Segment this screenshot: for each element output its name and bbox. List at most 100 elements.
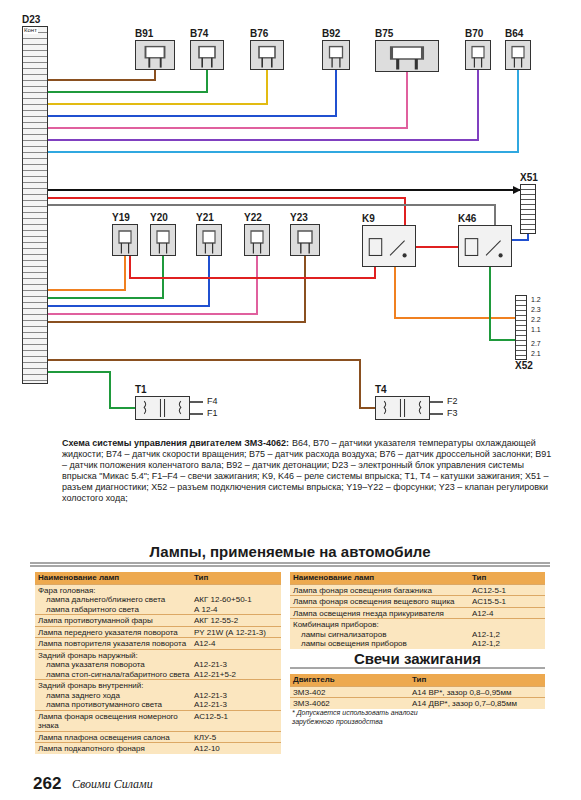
table-row: лампа противотуманного светаА12-21-3 [35, 700, 281, 710]
pin-number: 2.3 [530, 305, 542, 314]
lamp-table: Наименование лампТипЛампа фонаря освещен… [290, 572, 545, 649]
table-row: ДвигательТип [290, 674, 545, 686]
table-cell: Наименование ламп [293, 573, 472, 583]
wire [48, 72, 407, 128]
injector-box: Y23 [290, 212, 322, 256]
wire [48, 256, 125, 290]
part-label: D23 [22, 14, 48, 26]
part-outline [362, 225, 416, 267]
injector-box: Y21 [196, 212, 228, 256]
wire [48, 256, 209, 306]
table-row: лампа заднего ходаА12-21-3 [35, 691, 281, 701]
table-cell: Лампа противотуманной фары [38, 616, 194, 626]
wire [48, 256, 305, 322]
table-row: Лампа освещения гнезда прикуривателяА12-… [290, 607, 545, 619]
table-cell: Лампа освещения гнезда прикуривателя [293, 609, 472, 619]
table-cell: АС12-5-1 [472, 586, 542, 596]
table-cell: А14 ВР*, зазор 0,8–0,95мм [412, 688, 542, 698]
table-cell: Тип [412, 675, 542, 685]
table-row: Лампа повторителя указателя поворотаА12-… [35, 637, 281, 649]
table-cell: А12-4 [472, 609, 542, 619]
table-cell: Лампа переднего указателя поворота [38, 628, 194, 638]
part-outline [505, 40, 531, 70]
table-row: Задний фонарь наружный: [35, 649, 281, 661]
wire [48, 198, 405, 225]
sensor-box: B70 [465, 28, 495, 70]
table-row: Наименование лампТип [290, 572, 545, 584]
spark-plug: F4 [206, 396, 219, 407]
table-row: Лампа фонаря освещения номерного знакаАС… [35, 710, 281, 731]
table-cell: А12-21-3 [194, 660, 278, 670]
pin-number: 1.1 [530, 325, 542, 334]
part-label: B91 [135, 28, 175, 40]
wire [48, 70, 207, 92]
part-label: X51 [520, 172, 538, 184]
table-cell: Тип [472, 573, 542, 583]
part-label: B70 [465, 28, 495, 40]
table-gap [472, 620, 542, 630]
table-cell: лампы сигнализаторов [293, 630, 472, 640]
table-cell: ЗМЗ-402 [293, 688, 412, 698]
pin-number: 2.2 [530, 315, 542, 324]
sensor-box: B75 [375, 28, 439, 72]
magazine-name: Своими Силами [72, 777, 153, 792]
pin-number: 2.1 [530, 349, 542, 358]
table-cell: А12-21-3 [194, 691, 278, 701]
table-cell: А12-1,2 [472, 630, 542, 640]
table-cell: Лампа фонаря освещения вещевого ящика [293, 597, 472, 607]
table-cell: АС12-5-1 [194, 712, 278, 731]
caption: Схема системы управления двигателем ЗМЗ-… [62, 438, 289, 448]
table-cell: Тип [194, 573, 278, 583]
injector-box: Y19 [112, 212, 144, 256]
sensor-box: B91 [135, 28, 175, 70]
table-cell: АКГ 12-60+50-1 [194, 595, 278, 605]
control-unit: D23 [22, 14, 48, 384]
table-cell: А 12-4 [194, 605, 278, 615]
table-cell: А12-10 [194, 744, 278, 754]
part-label: X52 [515, 360, 533, 372]
table-cell: лампа заднего хода [38, 691, 194, 701]
table-cell: ЗМЗ-4062 [293, 699, 412, 709]
spark-plug: F1 [206, 408, 219, 419]
part-label: B74 [190, 28, 224, 40]
separator-rules [30, 563, 550, 668]
part-outline [250, 40, 284, 70]
part-label: B92 [322, 28, 352, 40]
table-cell: А12-1,2 [472, 639, 542, 649]
part-label: B75 [375, 28, 439, 40]
table-gap [194, 651, 278, 661]
table-cell: Задний фонарь наружный: [38, 651, 194, 661]
lamp-table: ДвигательТипЗМЗ-402А14 ВР*, зазор 0,8–0,… [290, 674, 545, 709]
table-row: ЗМЗ-4062А14 ДВР*, зазор 0,7–0,85мм [290, 697, 545, 709]
table-row: Фара головная: [35, 584, 281, 596]
table-row: лампа указателя поворотаА12-21-3 [35, 660, 281, 670]
part-label: T1 [135, 384, 192, 396]
table-row: Лампа фонаря освещения вещевого ящикаАС1… [290, 595, 545, 607]
pin-symbol [151, 225, 175, 255]
wire [48, 372, 135, 408]
part-outline [135, 40, 175, 70]
pin-symbol [466, 41, 490, 69]
table-cell: А12-4 [194, 639, 278, 649]
table-row: лампа габаритного светаА 12-4 [35, 605, 281, 615]
table-cell: лампа противотуманного света [38, 700, 194, 710]
relay-box: K9 [362, 213, 417, 267]
table-cell: Лампа плафона освещения салона [38, 733, 194, 743]
part-label: Y23 [290, 212, 322, 224]
part-label: Y22 [244, 212, 276, 224]
wire [48, 256, 257, 314]
wire [48, 70, 518, 152]
part-outline [196, 224, 222, 256]
pin-symbol [113, 225, 137, 255]
part-label: Y21 [196, 212, 228, 224]
sensor-box: B64 [505, 28, 535, 70]
connector-block: X51 [520, 172, 538, 234]
table-row: Задний фонарь внутренний: [35, 679, 281, 691]
table-cell: лампа указателя поворота [38, 660, 194, 670]
injector-box: Y20 [150, 212, 182, 256]
table-cell: Лампа фонаря освещения багажника [293, 586, 472, 596]
table-cell: PY 21W (А 12-21-3) [194, 628, 278, 638]
spark-plug: F2 [446, 396, 459, 407]
relay-symbol [363, 226, 415, 266]
spark-plug: F3 [446, 408, 459, 419]
